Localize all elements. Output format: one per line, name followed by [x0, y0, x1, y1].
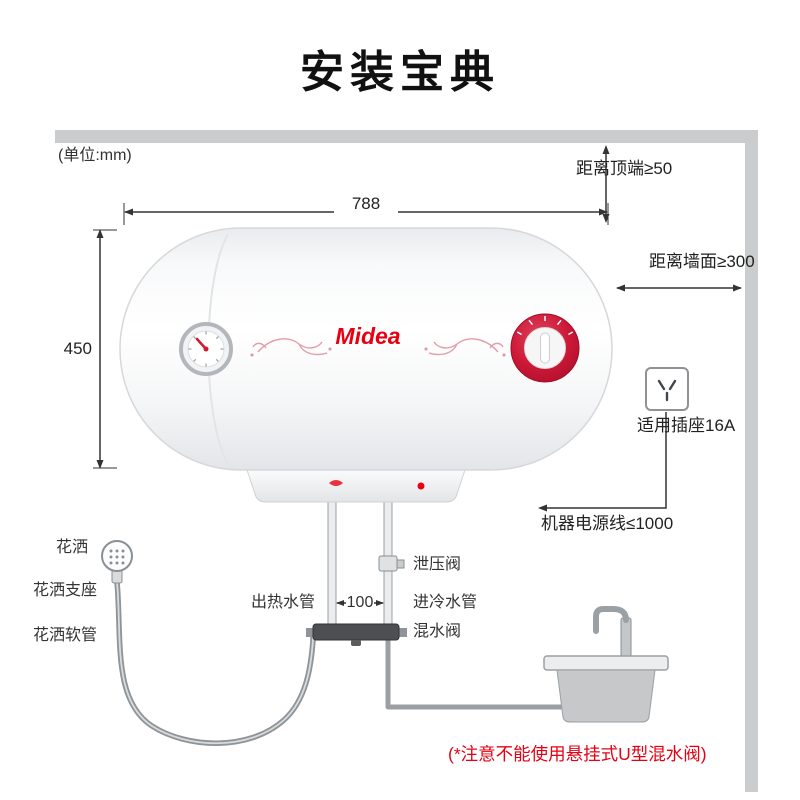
shower-hose-label: 花洒软管: [33, 627, 98, 644]
hot-water-pipe-label: 出热水管: [251, 594, 316, 611]
shower-bracket-label: 花洒支座: [33, 582, 98, 599]
shower-head-label: 花洒: [56, 539, 89, 556]
dim-width-label: 788: [334, 194, 398, 214]
cold-water-pipe-label: 进冷水管: [413, 594, 478, 611]
sink-icon: [543, 606, 669, 723]
pipe-spacing-label: 100: [346, 594, 374, 611]
brand-logo: Midea: [335, 323, 400, 349]
socket-label: 适用插座16A: [637, 416, 736, 435]
page-title: 安装宝典: [300, 48, 500, 97]
power-cord-line: [540, 412, 667, 509]
wall: [55, 130, 758, 792]
pipe-cover: [246, 469, 466, 503]
dim-top-clearance-label: 距离顶端≥50: [576, 159, 673, 178]
mixing-valve: [306, 623, 407, 646]
relief-valve: [378, 555, 405, 572]
unit-label: (单位:mm): [58, 147, 132, 164]
control-knob-icon: [510, 313, 580, 383]
power-cord-label: 机器电源线≤1000: [541, 514, 674, 533]
shower-head-icon: [101, 540, 133, 584]
floral-ornament: [252, 338, 504, 356]
shower-hose: [114, 579, 316, 746]
dim-height-label: 450: [63, 339, 92, 358]
water-heater: Midea: [119, 227, 613, 503]
temperature-gauge-icon: [179, 322, 233, 376]
tank-body: [119, 227, 613, 471]
mixing-valve-label: 混水阀: [413, 623, 462, 640]
dim-wall-clearance-label: 距离墙面≥300: [649, 252, 755, 271]
relief-valve-label: 泄压阀: [413, 556, 462, 573]
floral-ornament-dots: [250, 347, 506, 357]
cover-logo-mark: [329, 480, 343, 486]
note-text: (*注意不能使用悬挂式U型混水阀): [448, 744, 707, 764]
indicator-light: [417, 482, 425, 490]
power-socket-icon: [645, 367, 689, 411]
hot-water-pipe: [327, 499, 337, 629]
